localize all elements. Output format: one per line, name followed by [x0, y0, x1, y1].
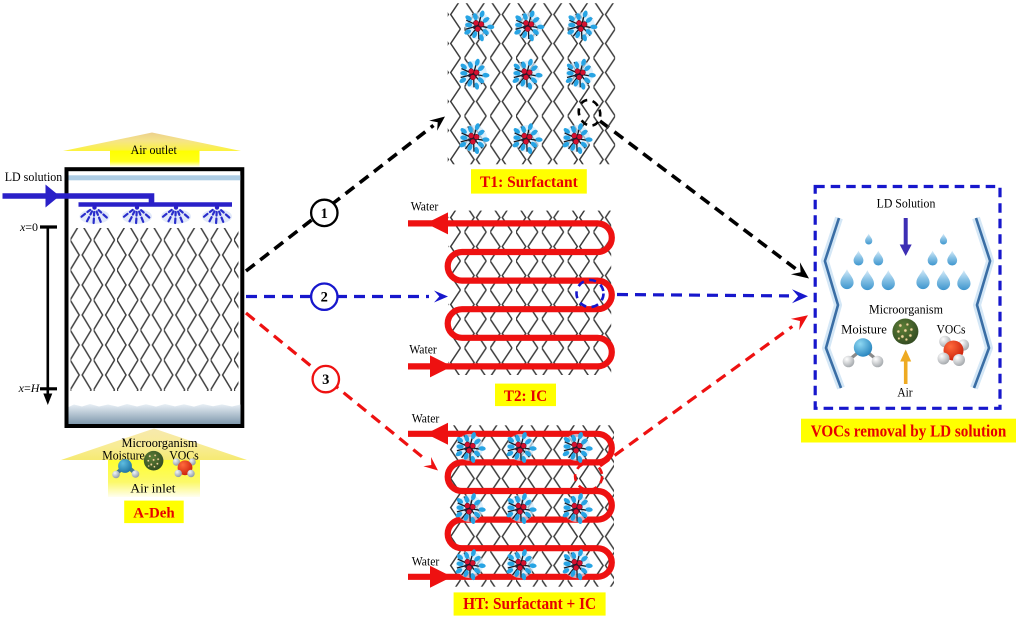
svg-text:Water: Water — [412, 412, 440, 426]
svg-text:2: 2 — [321, 290, 328, 306]
svg-text:Moisture: Moisture — [841, 323, 887, 337]
svg-text:Air: Air — [897, 386, 913, 400]
svg-text:VOCs: VOCs — [937, 323, 966, 337]
svg-text:x=0: x=0 — [19, 220, 38, 234]
svg-text:VOCs removal by LD solution: VOCs removal by LD solution — [811, 422, 1007, 441]
svg-text:Water: Water — [412, 555, 440, 569]
svg-text:x=H: x=H — [18, 381, 41, 395]
svg-text:HT: Surfactant + IC: HT: Surfactant + IC — [463, 594, 596, 613]
svg-text:Air inlet: Air inlet — [130, 482, 176, 496]
svg-text:A-Deh: A-Deh — [133, 506, 175, 522]
svg-text:Air outlet: Air outlet — [131, 143, 178, 157]
svg-text:Water: Water — [409, 343, 437, 357]
svg-text:T2: IC: T2: IC — [504, 388, 547, 405]
svg-text:T1: Surfactant: T1: Surfactant — [480, 174, 578, 191]
svg-text:Water: Water — [411, 200, 439, 214]
svg-text:Microorganism: Microorganism — [869, 303, 943, 317]
svg-text:LD Solution: LD Solution — [877, 197, 936, 211]
svg-text:LD solution: LD solution — [5, 170, 63, 184]
svg-text:1: 1 — [321, 206, 328, 222]
svg-text:3: 3 — [322, 372, 329, 388]
